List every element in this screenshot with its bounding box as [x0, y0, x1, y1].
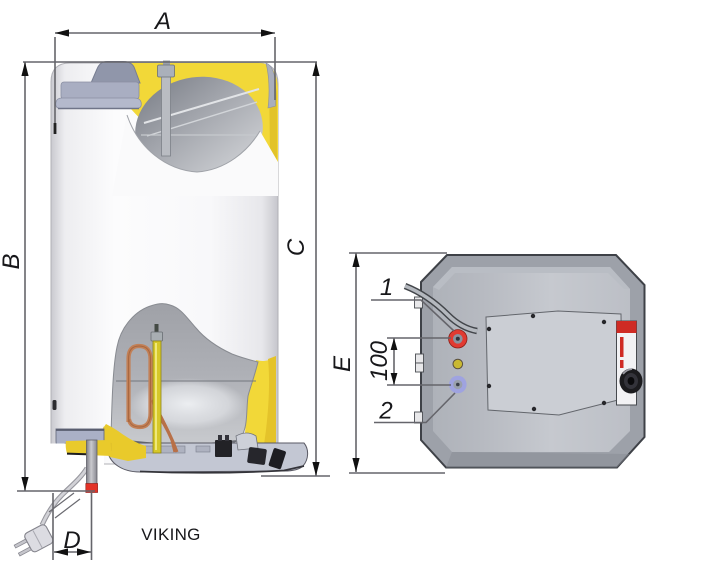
svg-text:2: 2 [378, 398, 392, 425]
svg-text:1: 1 [380, 274, 393, 301]
svg-text:D: D [63, 527, 80, 554]
svg-text:C: C [283, 238, 310, 256]
svg-text:A: A [153, 8, 171, 35]
svg-text:VIKING: VIKING [141, 525, 200, 544]
svg-text:E: E [329, 355, 356, 372]
svg-text:B: B [0, 253, 25, 269]
svg-text:100: 100 [366, 340, 393, 381]
